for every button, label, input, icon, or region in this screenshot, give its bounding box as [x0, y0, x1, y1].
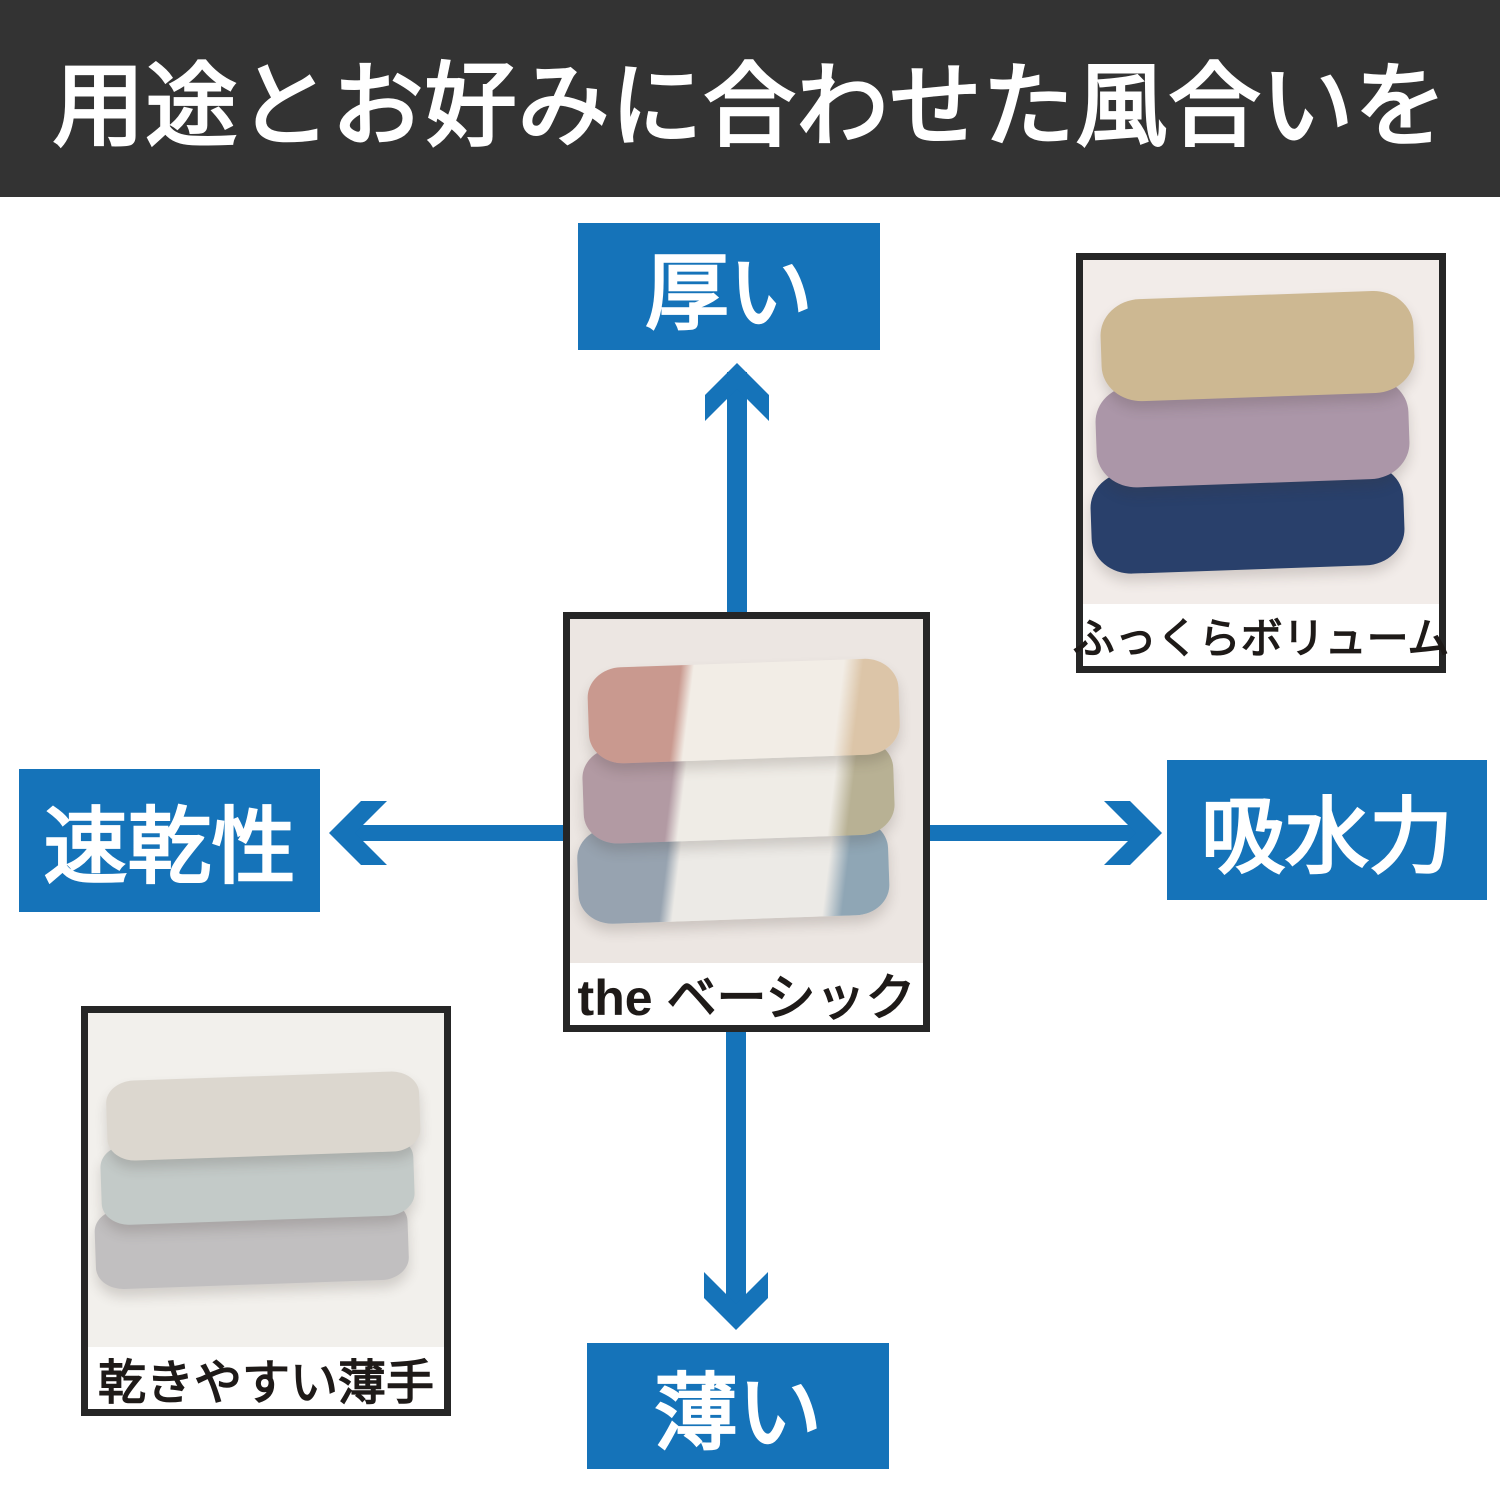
arrow-down: [704, 1030, 768, 1330]
product-caption-basic: the ベーシック: [570, 963, 923, 1026]
towel-pink: [586, 657, 901, 765]
towel-beige: [1099, 289, 1417, 403]
axis-label-thick: 厚い: [578, 223, 880, 350]
arrow-down-shaft: [726, 1030, 746, 1304]
product-card-thin: 乾きやすい薄手: [81, 1006, 451, 1416]
towel-stack-basic: [576, 657, 906, 925]
towel-stack-thin: [94, 1070, 426, 1290]
towel-stack-volume: [1089, 289, 1423, 575]
axis-label-absorbency-text: 吸水力: [1200, 789, 1453, 884]
product-photo-basic: [570, 619, 923, 963]
product-card-volume: ふっくらボリューム: [1073, 253, 1449, 673]
product-caption-thin: 乾きやすい薄手: [88, 1347, 444, 1410]
axis-label-thin-text: 薄い: [653, 1365, 822, 1460]
axis-label-quick-dry: 速乾性: [19, 769, 320, 912]
page-title: 用途とお好みに合わせた風合いを: [52, 56, 1448, 158]
product-card-basic: the ベーシック: [563, 612, 930, 1032]
axis-label-quick-dry-text: 速乾性: [43, 800, 296, 894]
arrow-right-head: [1104, 801, 1162, 865]
arrow-up-shaft: [727, 372, 747, 622]
header-banner: 用途とお好みに合わせた風合いを: [0, 0, 1500, 197]
product-photo-volume: [1083, 260, 1439, 604]
arrow-down-head: [704, 1272, 768, 1330]
axis-label-thin: 薄い: [587, 1343, 889, 1469]
product-photo-thin: [88, 1013, 444, 1347]
towel-cream: [105, 1070, 422, 1162]
arrow-up: [705, 363, 769, 622]
axis-label-thick-text: 厚い: [644, 246, 813, 340]
product-caption-volume: ふっくらボリューム: [1073, 604, 1449, 666]
arrow-left-head: [329, 801, 387, 865]
arrow-up-head: [705, 363, 769, 421]
axis-label-absorbency: 吸水力: [1167, 760, 1487, 900]
